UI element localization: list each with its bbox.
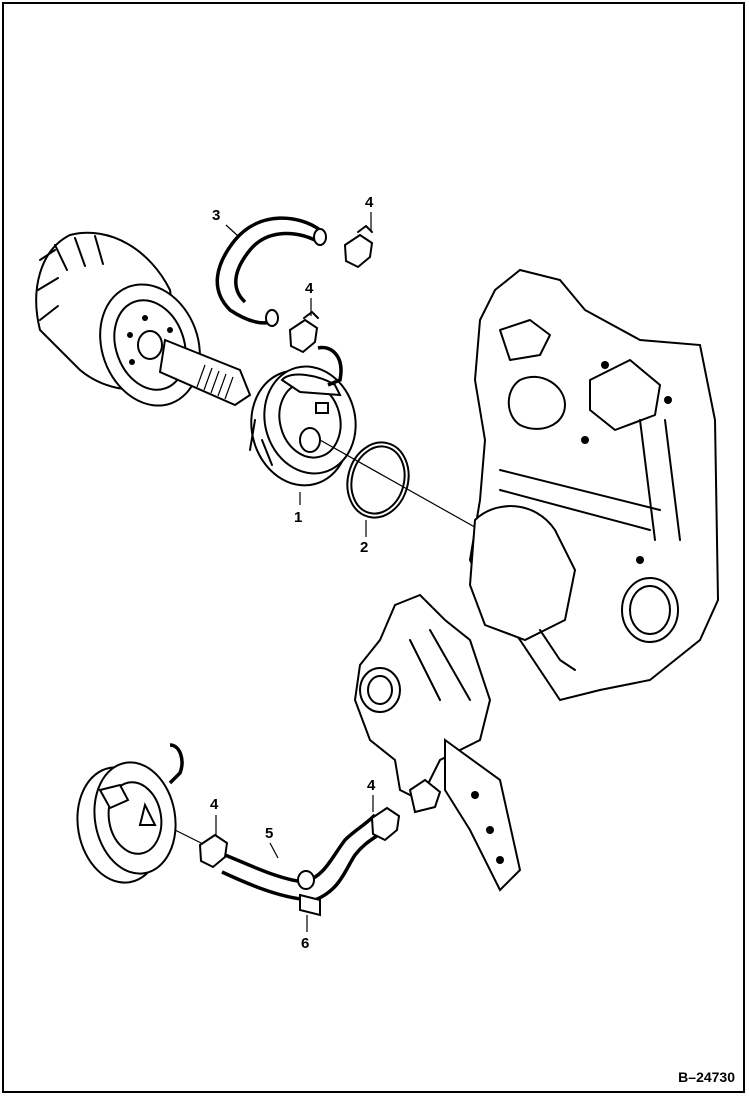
engine-block (468, 268, 720, 702)
hose-clamp-lower-left (198, 833, 229, 869)
figure-id: B–24730 (678, 1069, 735, 1085)
callout-4-lower-right: 4 (367, 777, 376, 794)
callout-1: 1 (294, 509, 303, 526)
assembly-centerline (319, 439, 481, 531)
callout-5: 5 (265, 825, 274, 842)
callout-2: 2 (360, 539, 369, 556)
hose-lower (221, 813, 387, 917)
hose-upper (215, 216, 343, 387)
hose-clamp-lower-right (370, 806, 401, 842)
callout-4-middle: 4 (305, 280, 314, 297)
hose-clamp-top (343, 225, 374, 269)
oil-cooler-lower (76, 743, 216, 884)
callout-3: 3 (212, 207, 221, 224)
leader-lines (215, 212, 374, 932)
threaded-stud (158, 338, 252, 407)
hose-clamp-middle (288, 311, 319, 354)
water-pump (353, 593, 522, 892)
callout-4-top: 4 (365, 194, 374, 211)
callout-6: 6 (301, 935, 310, 952)
oil-filter (35, 231, 201, 407)
callout-4-lower-left: 4 (210, 796, 219, 813)
